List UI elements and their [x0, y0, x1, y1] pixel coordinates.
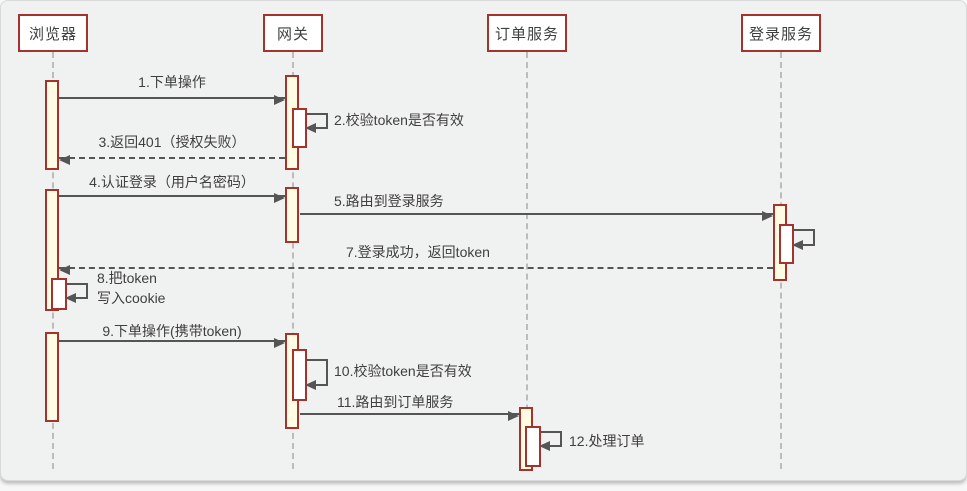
message-label-11: 11.路由到订单服务 [337, 394, 454, 410]
arrowhead-icon [59, 155, 70, 165]
arrowhead-icon [59, 265, 70, 275]
actor-box-login-service: 登录服务 [741, 14, 821, 52]
lifeline-gateway [291, 52, 294, 469]
actor-box-gateway: 网关 [263, 14, 323, 52]
self-loop-2-validate-token [305, 113, 328, 133]
self-loop-10-validate-token [305, 359, 328, 390]
message-label-8: 8.把token 写入cookie [97, 268, 165, 308]
message-label-12: 12.处理订单 [569, 433, 645, 449]
actor-label-browser: 浏览器 [28, 25, 77, 43]
arrowhead-icon [65, 293, 76, 303]
arrowhead-icon [274, 193, 285, 203]
arrowhead-icon [792, 240, 803, 250]
message-arrow-3-return-401 [59, 155, 285, 165]
message-arrow-9-order-with-token [59, 338, 285, 348]
activation-browser-1 [45, 80, 59, 170]
arrowhead-icon [539, 441, 550, 451]
self-loop-8-write-cookie [65, 283, 88, 303]
message-label-1: 1.下单操作 [138, 74, 206, 90]
message-label-4: 4.认证登录（用户名密码） [89, 174, 255, 190]
message-arrow-11-route-order [300, 411, 519, 421]
message-label-3: 3.返回401（授权失败） [98, 134, 246, 150]
message-arrow-5-route-login [300, 211, 773, 221]
actor-box-order-service: 订单服务 [487, 14, 567, 52]
actor-label-order-service: 订单服务 [494, 25, 559, 43]
lifeline-order-service [525, 52, 528, 471]
sequence-diagram: 浏览器 网关 订单服务 登录服务 1.下单操作 2.校验token是否有效 3.… [0, 0, 967, 481]
arrowhead-icon [274, 95, 285, 105]
activation-gateway-2 [285, 187, 299, 243]
message-label-10: 10.校验token是否有效 [334, 363, 472, 379]
message-label-7: 7.登录成功，返回token [346, 244, 490, 260]
self-loop-12-process-order [539, 431, 562, 451]
arrowhead-icon [305, 380, 316, 390]
message-label-9: 9.下单操作(携带token) [102, 323, 242, 339]
message-label-5: 5.路由到登录服务 [334, 193, 444, 209]
self-loop-6-login-internal [792, 229, 815, 250]
actor-label-gateway: 网关 [276, 25, 309, 43]
arrowhead-icon [305, 123, 316, 133]
message-arrow-7-return-token [59, 265, 773, 275]
message-arrow-4-auth-login [59, 193, 285, 203]
arrowhead-icon [762, 211, 773, 221]
self-activation-gateway-validate-2 [292, 349, 307, 401]
arrowhead-icon [508, 411, 519, 421]
arrowhead-icon [274, 338, 285, 348]
actor-label-login-service: 登录服务 [748, 25, 813, 43]
message-label-2: 2.校验token是否有效 [334, 112, 464, 128]
message-label-8-line2: 写入cookie [97, 290, 166, 306]
message-label-8-line1: 8.把token [97, 270, 157, 286]
message-arrow-1-place-order [59, 95, 285, 105]
actor-box-browser: 浏览器 [18, 14, 88, 52]
activation-browser-3 [45, 332, 59, 422]
